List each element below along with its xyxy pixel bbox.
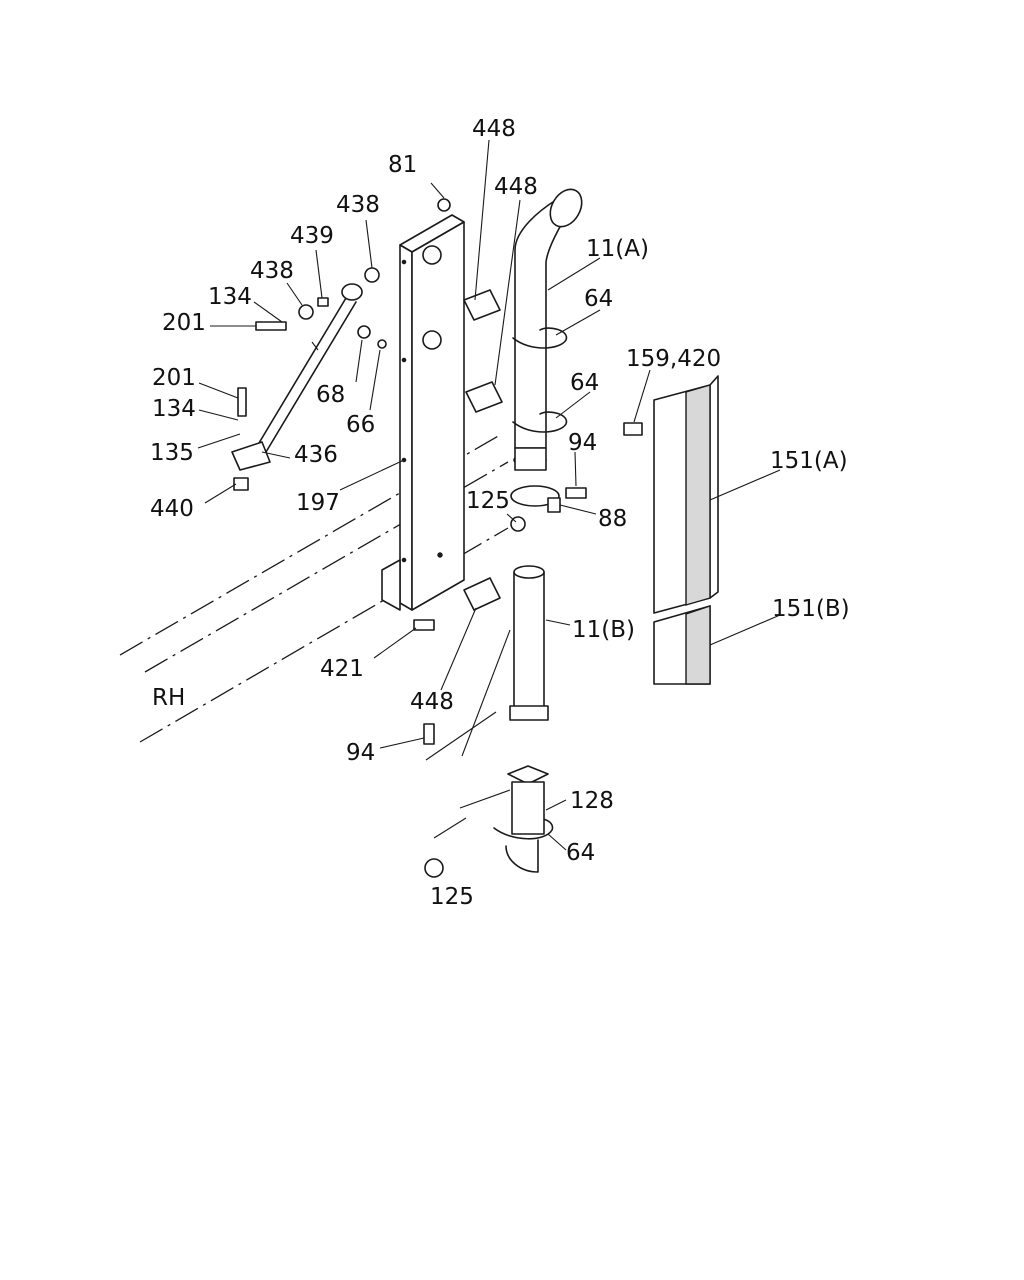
bolt-201: [255, 321, 287, 331]
callout-68: 68: [316, 382, 345, 408]
callout-88: 88: [598, 506, 627, 532]
callout-11a: 11(A): [586, 236, 649, 262]
callout-159-420: 159,420: [626, 346, 721, 372]
callout-94-b: 94: [346, 740, 375, 766]
bolt-94: [565, 487, 587, 499]
callout-448-mid: 448: [494, 174, 538, 200]
callout-125-b: 125: [430, 884, 474, 910]
washer-66: [377, 339, 387, 349]
callout-448-bottom: 448: [410, 689, 454, 715]
callout-81: 81: [388, 152, 417, 178]
tail-pipe-11b: [509, 565, 549, 721]
callout-436: 436: [294, 442, 338, 468]
callout-134-b: 134: [152, 396, 196, 422]
callout-448-top: 448: [472, 116, 516, 142]
callout-labels: 448 448 81 438 439 438 134 201 201 134 1…: [150, 116, 850, 910]
callout-151a: 151(A): [770, 448, 848, 474]
flange-pipe-128: [505, 765, 549, 873]
callout-11b: 11(B): [572, 617, 635, 643]
callout-151b: 151(B): [772, 596, 850, 622]
washer-438: [364, 267, 380, 283]
callout-64-c: 64: [566, 840, 595, 866]
callout-438-b: 438: [250, 258, 294, 284]
cover-151a: [653, 375, 719, 614]
callout-64-a: 64: [584, 286, 613, 312]
callout-134-a: 134: [208, 284, 252, 310]
plate-440: [233, 477, 249, 491]
washer-438-b: [298, 304, 314, 320]
callout-201-a: 201: [162, 310, 206, 336]
callout-201-b: 201: [152, 365, 196, 391]
nut-125-b: [424, 858, 444, 878]
callout-128: 128: [570, 788, 614, 814]
callout-440: 440: [150, 496, 194, 522]
clamp-brackets-448: [463, 289, 503, 611]
callout-66: 66: [346, 412, 375, 438]
nut-68: [357, 325, 371, 339]
callout-135: 135: [150, 440, 194, 466]
leader-lines: [197, 139, 781, 851]
callout-438-a: 438: [336, 192, 380, 218]
bolt-159: [623, 422, 643, 436]
band-clamp-88: [510, 485, 561, 513]
bolt-94-b: [423, 723, 435, 745]
callout-125-a: 125: [466, 488, 510, 514]
side-label-rh: RH: [152, 685, 185, 711]
cover-151b: [653, 605, 711, 685]
callout-94-a: 94: [568, 430, 597, 456]
callout-421: 421: [320, 656, 364, 682]
nut-81: [437, 198, 451, 212]
stay-rod-436: [231, 283, 363, 471]
pin-439: [317, 297, 329, 307]
tail-pipe-11a: [513, 188, 583, 471]
callout-64-b: 64: [570, 370, 599, 396]
mounting-bracket-197: [381, 214, 465, 611]
hardware: [233, 198, 643, 878]
bolt-201-b: [237, 387, 247, 417]
bolt-421: [413, 619, 435, 631]
callout-197: 197: [296, 490, 340, 516]
callout-439: 439: [290, 223, 334, 249]
